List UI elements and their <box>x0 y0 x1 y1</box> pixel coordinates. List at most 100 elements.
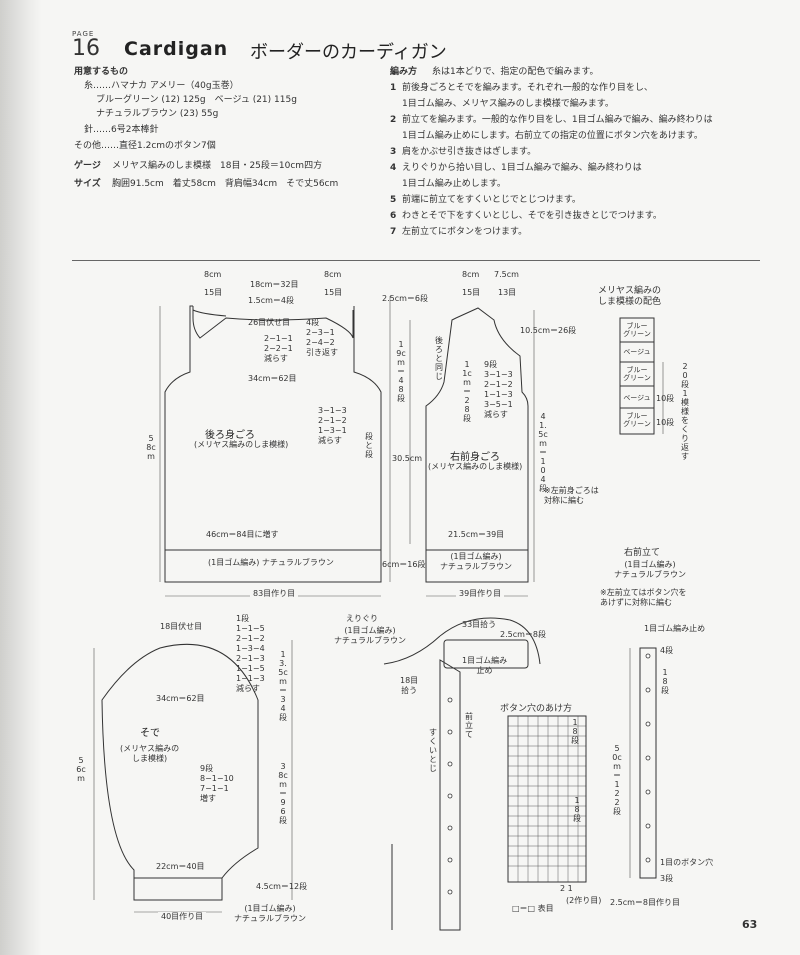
back-title: 後ろ身ごろ <box>205 430 255 441</box>
legend-repeat: 20段1模様をくり返す <box>681 362 689 461</box>
materials-other: その他……直径1.2cmのボタン7個 <box>74 141 216 151</box>
method-step-text: 1目ゴム編み止めにします。右前立ての指定の位置にボタン穴をあけます。 <box>402 131 703 141</box>
front-width: 21.5cm＝39目 <box>448 530 505 539</box>
legend-box <box>619 317 655 435</box>
sleeve-cuff-h: 4.5cm＝12段 <box>256 882 308 891</box>
sleeve-bind: 18目伏せ目 <box>160 622 203 631</box>
page-number: 16 <box>72 36 100 61</box>
method-step-text: 前後身ごろとそでを編みます。それぞれ一般的な作り目をし、 <box>402 83 653 93</box>
collar-sub: (1目ゴム編み) ナチュラルブラウン <box>334 626 406 645</box>
legend-row-2: 10段 <box>656 418 675 427</box>
legend-cell-4: ベージュ <box>623 394 651 402</box>
method-step-4-line-2: 1目ゴム編み止めします。 <box>390 178 506 190</box>
back-bind: 26目伏せ目 <box>248 318 291 327</box>
page-title: Cardigan <box>124 38 229 60</box>
back-armhole: 3−1−3 2−1−2 1−3−1 減らす <box>318 406 347 445</box>
front-band <box>639 647 657 879</box>
front-top2: 7.5cm <box>494 270 519 279</box>
method-step-number: 7 <box>390 227 397 237</box>
collar-h: 2.5cm＝8段 <box>500 630 547 639</box>
method-step-text: 左前立てにボタンをつけます。 <box>402 227 528 237</box>
front-note: ※左前身ごろは 対称に編む <box>544 486 599 505</box>
front-neck-dec: 9段 3−1−3 2−1−2 1−1−3 3−5−1 減らす <box>484 360 513 419</box>
back-cast: 83目作り目 <box>250 589 299 599</box>
buttonhole-cols: 2 1 <box>560 884 573 893</box>
front-shoulder: 2.5cm＝6段 <box>382 294 429 303</box>
method-step-text: 1目ゴム編み、メリヤス編みのしま模様で編みます。 <box>402 99 614 109</box>
front-title: 右前身ごろ <box>450 452 500 463</box>
buttonhole-legend: □＝□ 表目 <box>512 904 554 913</box>
back-outline <box>164 305 382 583</box>
band-title: 右前立て <box>624 548 661 558</box>
front-top1: 8cm <box>462 270 480 279</box>
back-top-right2: 15目 <box>324 288 343 297</box>
front-neck-h2: 11cm＝28段 <box>462 360 472 423</box>
band-sub: (1目ゴム編み) ナチュラルブラウン <box>614 560 686 579</box>
buttonhole-grid <box>507 715 587 883</box>
divider <box>72 260 760 261</box>
back-rib-h: 6cm＝16段 <box>382 560 426 569</box>
method-step-number: 4 <box>390 163 397 173</box>
method-heading: 編み方 <box>390 67 418 77</box>
method-step-text: 肩をかぶせ引き抜きはぎします。 <box>402 147 537 157</box>
legend-cell-2: ベージュ <box>623 348 651 356</box>
legend-title: メリヤス編みの しま模様の配色 <box>598 286 662 307</box>
method-step-1: 1 前後身ごろとそでを編みます。それぞれ一般的な作り目をし、 <box>390 82 653 94</box>
method-step-number: 2 <box>390 115 397 125</box>
collar-pick2: 18目 拾う <box>400 676 419 695</box>
sleeve-body-h: 38cm＝96段 <box>278 762 288 825</box>
buttonhole-r1: 18段 <box>571 718 579 745</box>
legend-cell-5: ブルー グリーン <box>623 412 651 428</box>
sleeve-outline <box>101 643 259 879</box>
materials-yarn: 糸……ハマナカ アメリー（40g玉巻） <box>84 81 239 91</box>
back-neck-dec1: 2−1−1 2−2−1 減らす <box>264 334 293 363</box>
method-step-text: 1目ゴム編み止めします。 <box>402 179 506 189</box>
buttonhole-cast: (2作り目) <box>566 896 602 905</box>
method-step-number: 1 <box>390 83 397 93</box>
front-neck-h: 19cm＝48段 <box>396 340 406 403</box>
front-pattern: (メリヤス編みのしま模様) <box>428 462 523 471</box>
band-end: 1目ゴム編み止め <box>644 624 706 633</box>
front-rib: (1目ゴム編み) ナチュラルブラウン <box>440 552 512 571</box>
front-cast: 39目作り目 <box>456 589 505 599</box>
back-top-left: 8cm <box>204 270 222 279</box>
page-label: PAGE <box>72 30 95 38</box>
band-cast: 2.5cm＝8目作り目 <box>610 898 681 907</box>
legend-cell-1: ブルー グリーン <box>623 322 651 338</box>
materials-needle: 針……6号2本棒針 <box>84 125 159 135</box>
sleeve-rib: (1目ゴム編み) ナチュラルブラウン <box>234 904 306 923</box>
book-gutter <box>0 0 42 955</box>
front-outline <box>425 307 529 583</box>
method-step-number: 5 <box>390 195 397 205</box>
sleeve-title: そで <box>140 728 160 739</box>
sleeve-width: 34cm＝62目 <box>156 694 205 703</box>
back-height: 58cm <box>146 434 156 461</box>
back-rib: (1目ゴム編み) ナチュラルブラウン <box>208 558 334 567</box>
sleeve-cap-dec: 1段 1−1−5 2−1−2 1−3−4 2−1−3 1−1−5 1−1−3 減… <box>236 614 265 693</box>
sleeve-inc: 9段 8−1−10 7−1−1 増す <box>200 764 234 803</box>
sleeve-cast: 40目作り目 <box>158 912 207 922</box>
method-step-2-line-2: 1目ゴム編み止めにします。右前立ての指定の位置にボタン穴をあけます。 <box>390 130 703 142</box>
method-step-1-line-2: 1目ゴム編み、メリヤス編みのしま模様で編みます。 <box>390 98 614 110</box>
size-label: サイズ <box>74 179 101 189</box>
band-button: 1目のボタン穴 <box>660 858 714 867</box>
back-pattern: (メリヤス編みのしま模様) <box>194 440 289 449</box>
back-top-mid: 18cm＝32目 <box>250 280 299 289</box>
method-step-7: 7 左前立てにボタンをつけます。 <box>390 226 527 238</box>
legend-row-1: 10段 <box>656 394 675 403</box>
sleeve-pattern: (メリヤス編みの しま模様) <box>120 744 180 763</box>
collar-band <box>439 659 461 931</box>
method-intro: 糸は1本どりで、指定の配色で編みます。 <box>432 67 599 77</box>
back-shoulder-line <box>192 306 354 339</box>
band-top: 4段 <box>660 646 674 655</box>
front-neckline: 後ろと同じ <box>435 336 443 381</box>
band-bottom: 3段 <box>660 874 674 883</box>
collar-outline <box>439 617 541 665</box>
collar-sew: すくいとじ <box>429 728 437 773</box>
method-step-text: 前端に前立てをすくいとじでとじつけます。 <box>402 195 581 205</box>
gauge-label: ゲージ <box>74 161 101 171</box>
